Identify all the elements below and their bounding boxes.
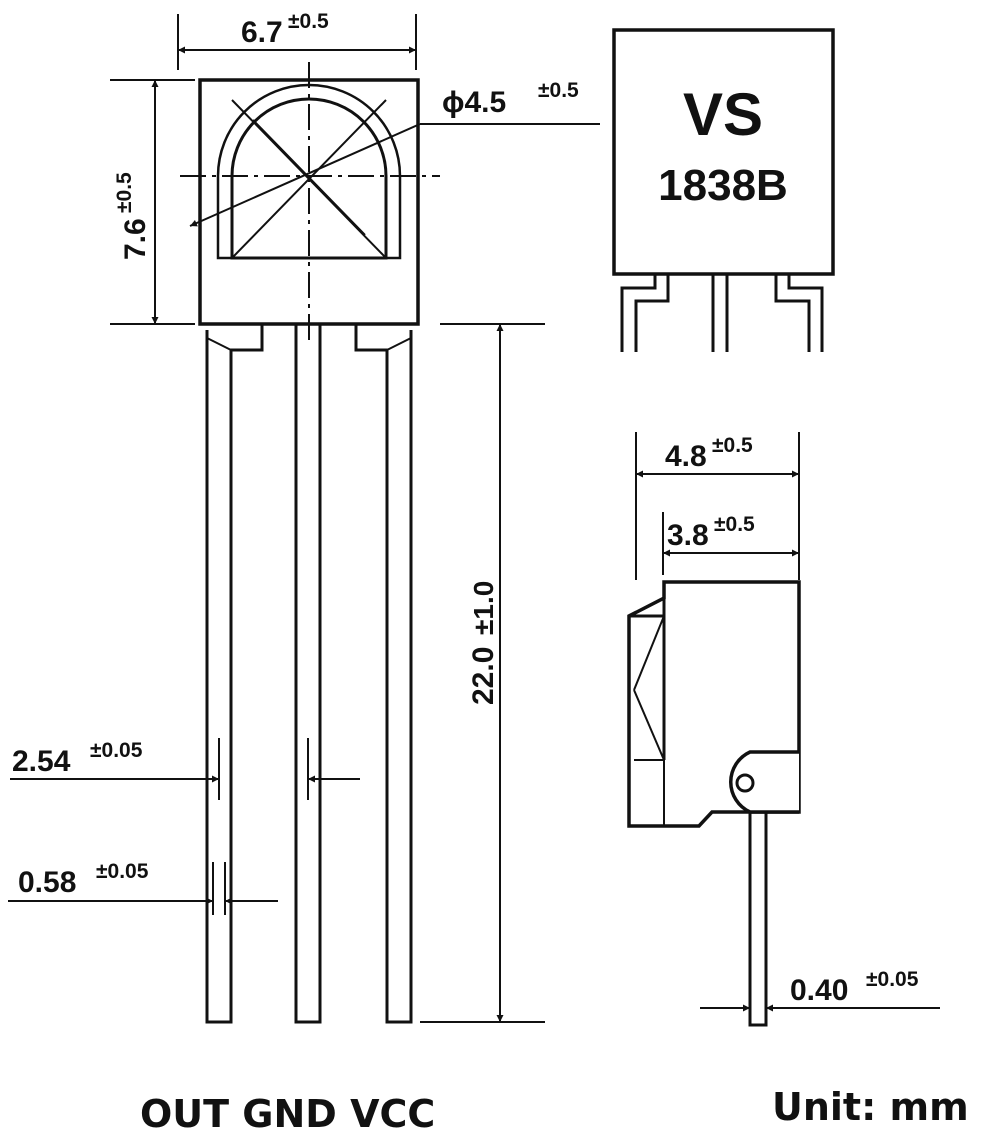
lead-width-tolerance: ±0.05 bbox=[96, 860, 149, 883]
lead-length-label: 22.0 bbox=[467, 647, 500, 705]
lens-diameter-leader bbox=[189, 123, 421, 227]
height-label: 7.6 bbox=[119, 218, 152, 260]
side-lead bbox=[748, 800, 768, 1027]
front-view: ϕ4.5 ±0.5 6.7 ±0.5 7.6 ±0.5 22.0 ±1.0 bbox=[8, 10, 600, 1024]
lead-gnd bbox=[294, 324, 322, 1024]
body-depth-tolerance: ±0.5 bbox=[714, 513, 755, 536]
unit-label: Unit: mm bbox=[772, 1085, 969, 1129]
front-leads bbox=[205, 324, 413, 1024]
lead-thickness-label: 0.40 bbox=[790, 974, 848, 1007]
lens-diameter-label: ϕ4.5 bbox=[442, 86, 506, 119]
lead-vcc bbox=[354, 324, 413, 1024]
lead-width-label: 0.58 bbox=[18, 866, 76, 899]
lead-thickness-tolerance: ±0.05 bbox=[866, 968, 919, 991]
marking-line1: VS bbox=[683, 81, 763, 148]
side-tab bbox=[729, 750, 799, 814]
lead-length-tolerance: ±1.0 bbox=[468, 581, 499, 635]
top-body bbox=[612, 28, 835, 276]
lens-dome bbox=[216, 83, 402, 260]
pitch-tolerance: ±0.05 bbox=[90, 739, 143, 762]
marking-line2: 1838B bbox=[658, 161, 788, 210]
height-tolerance: ±0.5 bbox=[113, 172, 136, 213]
lens-diameter-tolerance: ±0.5 bbox=[538, 79, 579, 102]
pitch-label: 2.54 bbox=[12, 745, 71, 778]
side-view: 4.8 ±0.5 3.8 ±0.5 0.40 ±0.05 bbox=[627, 432, 940, 1027]
width-label: 6.7 bbox=[241, 16, 283, 49]
side-tab-hole bbox=[735, 773, 755, 793]
width-tolerance: ±0.5 bbox=[288, 10, 329, 33]
lead-out bbox=[205, 324, 264, 1024]
top-view: VS 1838B bbox=[612, 28, 835, 352]
outer-depth-label: 4.8 bbox=[665, 440, 707, 473]
pin-labels: OUT GND VCC bbox=[140, 1092, 435, 1136]
top-view-leads bbox=[620, 274, 824, 352]
body-depth-label: 3.8 bbox=[667, 519, 709, 552]
outer-depth-tolerance: ±0.5 bbox=[712, 434, 753, 457]
